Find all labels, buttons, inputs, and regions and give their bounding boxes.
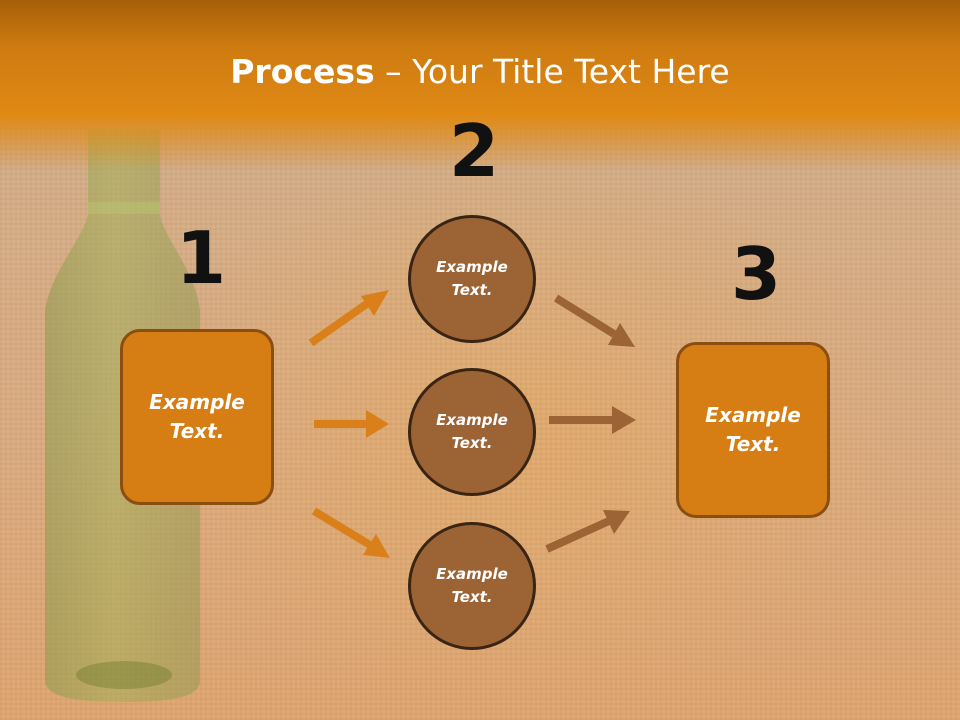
step-3-box: Example Text. [676,342,830,518]
title-bar [0,0,960,170]
circle-top-text-line-2: Text. [451,281,493,299]
step-1-box: Example Text. [120,329,274,505]
title-rest: – Your Title Text Here [374,52,730,91]
arrow-top-to-3 [553,294,635,347]
arrow-1-to-middle [314,410,389,438]
step-2-circle-top: Example Text. [408,215,536,343]
circle-middle-text-line-2: Text. [451,434,493,452]
circle-bottom-text-line-2: Text. [451,588,493,606]
arrow-middle-to-3 [549,406,636,434]
arrow-bottom-to-3 [545,510,630,553]
circle-middle-text-line-1: Example [436,411,508,429]
circle-bottom-text-line-1: Example [436,565,508,583]
step-number-3: 3 [731,232,782,316]
step-1-text-line-2: Text. [169,419,225,443]
step-2-circle-middle: Example Text. [408,368,536,496]
slide-title: Process – Your Title Text Here [0,52,960,91]
step-3-text-line-1: Example [705,403,801,427]
circle-top-text-line-1: Example [436,258,508,276]
step-number-1: 1 [176,216,227,300]
title-bold: Process [230,52,375,91]
step-2-circle-bottom: Example Text. [408,522,536,650]
arrow-1-to-bottom [311,507,390,558]
step-1-text-line-1: Example [149,390,245,414]
arrow-1-to-top [308,290,389,347]
step-number-2: 2 [449,109,500,193]
step-3-text-line-2: Text. [725,432,781,456]
